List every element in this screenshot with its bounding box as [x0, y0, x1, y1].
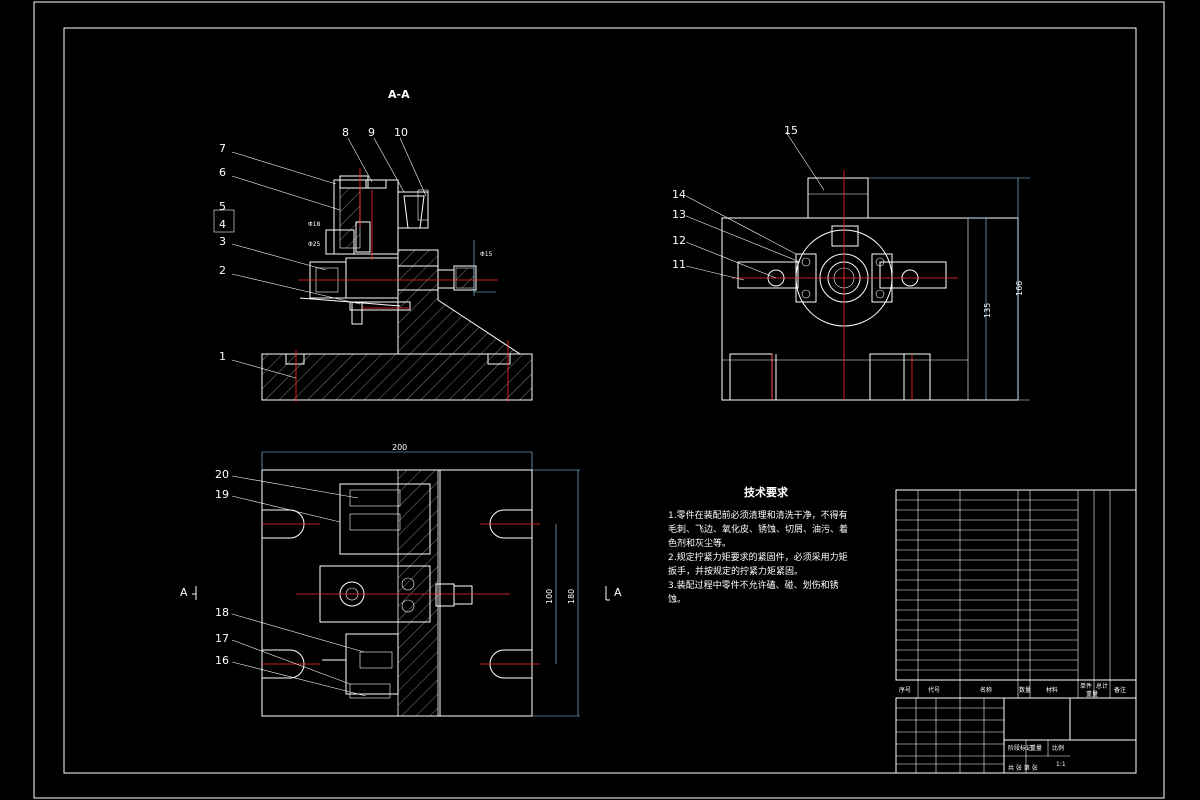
front-view: 135 166 15 14 13 12 11	[672, 124, 1030, 401]
dim-phi-25: Φ25	[308, 241, 321, 248]
part-number-15: 15	[784, 124, 798, 137]
dim-height-166: 166	[1015, 281, 1024, 296]
title-sheet-label: 共 张 第 张	[1008, 764, 1038, 772]
part-number-16: 16	[215, 654, 229, 667]
tech-line-4: 2.规定拧紧力矩要求的紧固件，必须采用力矩	[668, 551, 848, 563]
tech-line-1: 1.零件在装配前必须清理和清洗干净，不得有	[668, 509, 848, 521]
inner-drawing-frame	[63, 27, 1137, 774]
bom-header-unit: 单件	[1080, 682, 1092, 690]
part-number-4: 4	[219, 218, 226, 231]
tech-line-2: 毛刺、飞边、氧化皮、锈蚀、切屑、油污、着	[668, 523, 848, 535]
tech-line-3: 色剂和灰尘等。	[668, 537, 731, 549]
bom-header-total: 总计	[1096, 682, 1108, 690]
section-aa-label: A-A	[388, 88, 410, 101]
title-scale-label: 比例	[1052, 744, 1064, 752]
section-part-callouts: 7 6 5 4 3 2 1 8 9 10	[213, 126, 427, 379]
bom-header-code: 代号	[928, 686, 940, 694]
part-number-5: 5	[219, 200, 226, 213]
tech-requirements-title: 技术要求	[744, 485, 789, 499]
dim-width-200: 200	[392, 443, 407, 452]
part-number-13: 13	[672, 208, 686, 221]
bom-header-remark: 备注	[1114, 686, 1126, 694]
tech-line-5: 扳手，并按规定的拧紧力矩紧固。	[668, 565, 803, 577]
part-number-7: 7	[219, 142, 226, 155]
part-number-18: 18	[215, 606, 229, 619]
section-arrow-a-right: A	[614, 586, 622, 599]
tech-line-6: 3.装配过程中零件不允许磕、碰、划伤和锈	[668, 579, 839, 591]
top-view: 200 180 100 A	[180, 443, 622, 717]
section-arrow-a-left: A	[180, 586, 188, 599]
dim-height-135: 135	[983, 303, 992, 318]
part-number-20: 20	[215, 468, 229, 481]
dim-phi-18: Φ18	[308, 221, 321, 228]
upright-block	[397, 249, 522, 355]
outer-sheet-border	[33, 1, 1165, 799]
bom-header-material: 材料	[1046, 686, 1058, 694]
part-number-19: 19	[215, 488, 229, 501]
part-number-12: 12	[672, 234, 686, 247]
part-number-11: 11	[672, 258, 686, 271]
technical-requirements: 技术要求 1.零件在装配前必须清理和清洗干净，不得有 毛刺、飞边、氧化皮、锈蚀、…	[668, 485, 848, 605]
part-number-10: 10	[394, 126, 408, 139]
part-number-14: 14	[672, 188, 686, 201]
tech-line-7: 蚀。	[668, 593, 686, 605]
part-number-6: 6	[219, 166, 226, 179]
part-number-8: 8	[342, 126, 349, 139]
bom-header-qty: 数量	[1019, 686, 1031, 694]
bom-header-name: 名称	[980, 686, 992, 694]
part-number-17: 17	[215, 632, 229, 645]
title-scale-value: 1:1	[1056, 761, 1066, 768]
top-base	[261, 469, 533, 717]
dim-height-180: 180	[567, 589, 576, 604]
bom-header-weight: 重量	[1086, 690, 1098, 698]
part-number-9: 9	[368, 126, 375, 139]
dim-phi-15: Φ15	[480, 251, 493, 258]
section-view-aa: A-A Φ	[213, 88, 533, 402]
top-part-callouts: 20 19 18 17 16	[215, 468, 367, 697]
front-part-callouts: 15 14 13 12 11	[672, 124, 825, 281]
title-stage-label: 阶段标记	[1008, 744, 1032, 752]
part-number-3: 3	[219, 235, 226, 248]
part-number-2: 2	[219, 264, 226, 277]
dim-height-100: 100	[545, 589, 554, 604]
bom-header-no: 序号	[899, 686, 911, 694]
bill-of-materials: 序号 代号 名称 数量 材料 单件 总计 重量 备注	[895, 489, 1137, 699]
title-weight-label: 重量	[1030, 744, 1042, 752]
part-number-1: 1	[219, 350, 226, 363]
title-block: 阶段标记 重量 比例 1:1 共 张 第 张	[895, 697, 1137, 774]
